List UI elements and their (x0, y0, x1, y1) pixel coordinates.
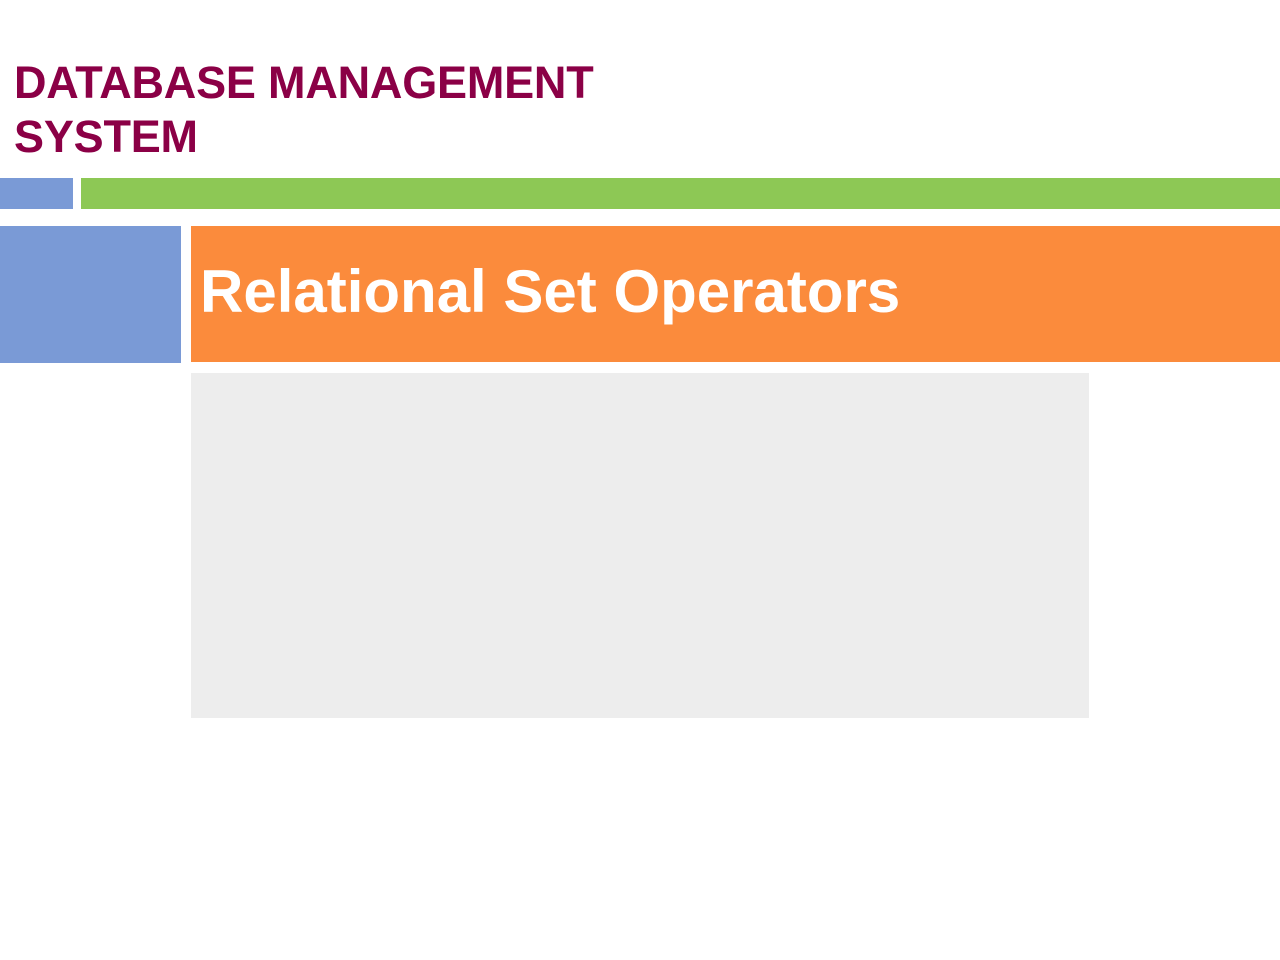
content-placeholder[interactable] (191, 373, 1089, 718)
slide-title-band: Relational Set Operators (0, 226, 1280, 363)
rule-accent-green (81, 178, 1280, 209)
title-accent-block-blue (0, 226, 181, 363)
slide-title: Relational Set Operators (200, 258, 901, 325)
deck-header-title: DATABASE MANAGEMENT SYSTEM (14, 57, 594, 162)
rule-accent-blue (0, 178, 73, 209)
header-rule-band (0, 178, 1280, 209)
title-bar-orange (191, 226, 1280, 362)
